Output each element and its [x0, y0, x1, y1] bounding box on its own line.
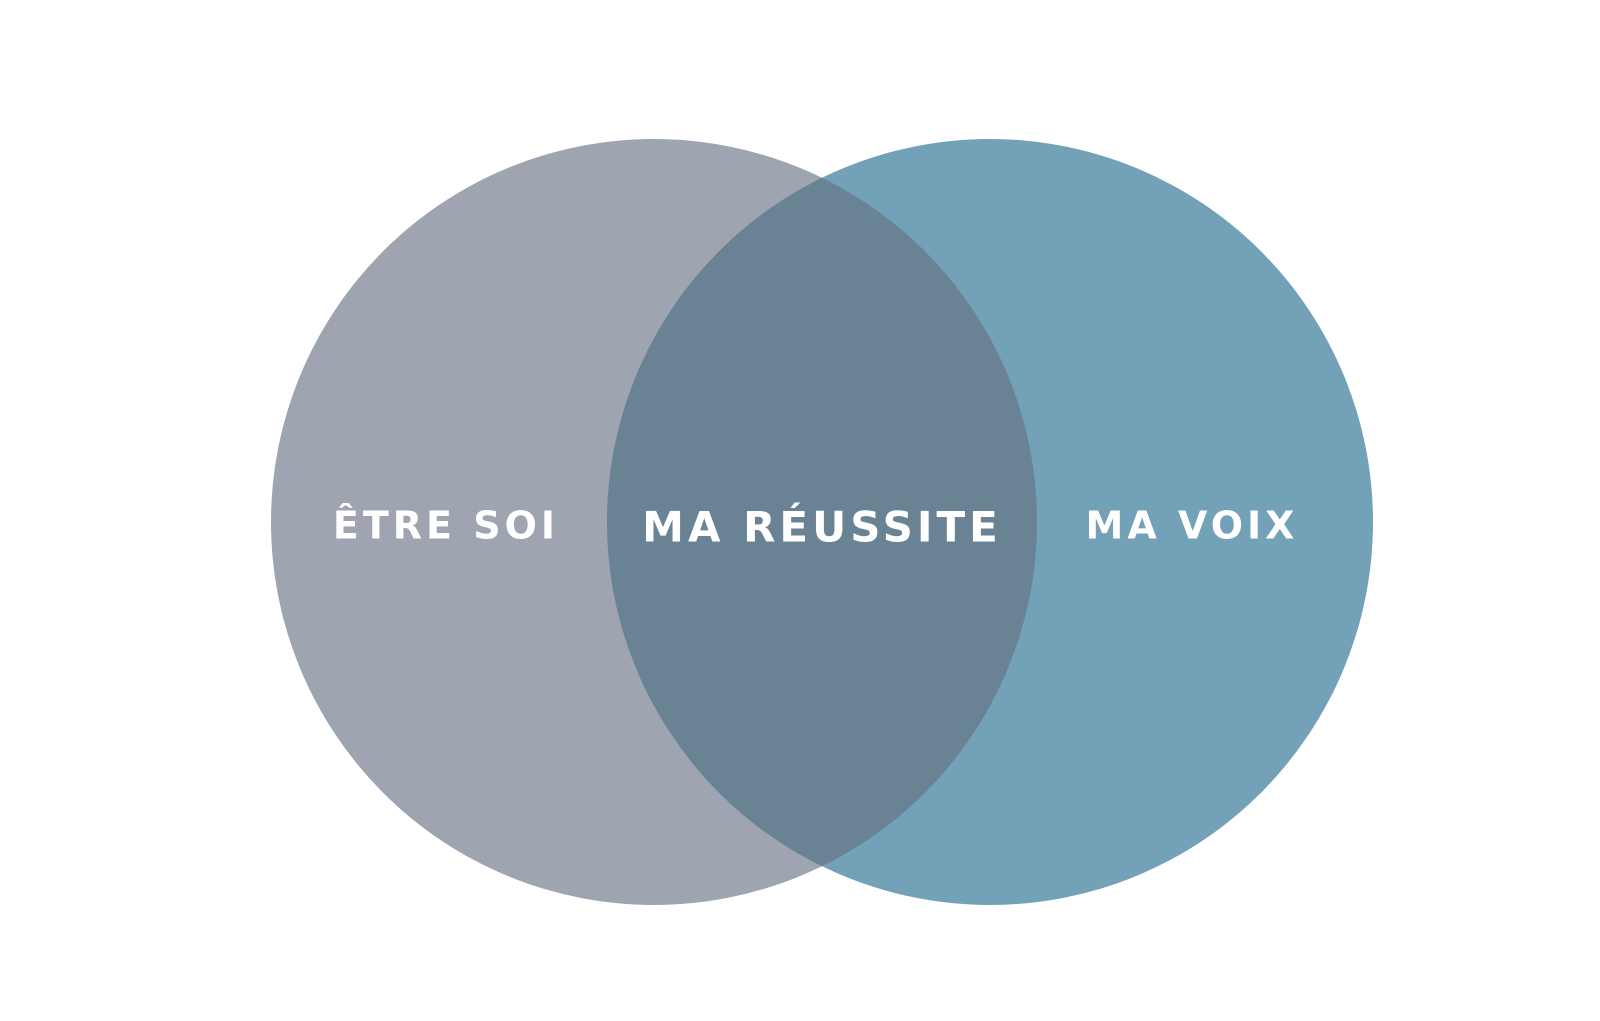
- left-set-label: ÊTRE SOI: [333, 504, 559, 548]
- overlap-region: [607, 139, 1037, 905]
- intersection-label: MA RÉUSSITE: [642, 502, 1002, 552]
- right-set-label: MA VOIX: [1086, 504, 1299, 548]
